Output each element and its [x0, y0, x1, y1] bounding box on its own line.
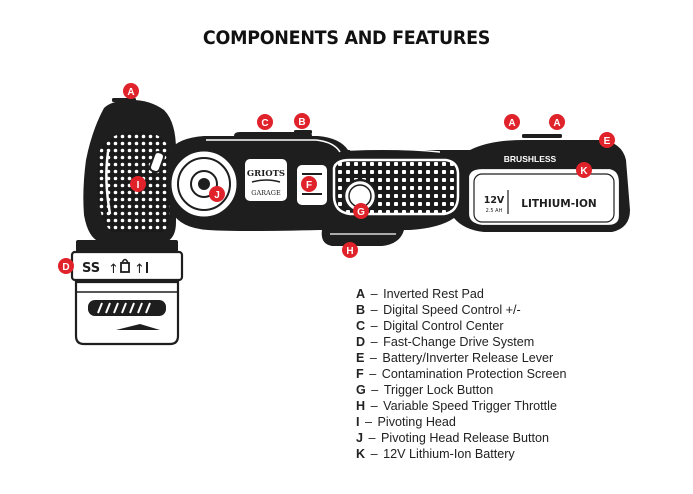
- svg-text:B: B: [298, 117, 305, 128]
- svg-text:E: E: [604, 136, 611, 147]
- drive-collar: SS ↑ ↑: [70, 240, 184, 282]
- brand-top-text: GRIOTS: [247, 169, 285, 179]
- pivot-release-disc: [168, 148, 240, 220]
- svg-text:A: A: [127, 87, 134, 98]
- callout-i: I: [130, 176, 146, 192]
- callout-d: D: [58, 258, 74, 274]
- callout-e: E: [599, 132, 615, 148]
- pivoting-head: [83, 100, 176, 242]
- brushless-label: BRUSHLESS: [504, 154, 557, 164]
- callout-a-front: A: [123, 83, 139, 99]
- svg-text:F: F: [306, 180, 312, 191]
- callout-a-rear-left: A: [504, 114, 520, 130]
- callout-c: C: [257, 114, 273, 130]
- callout-j: J: [209, 186, 225, 202]
- battery-label: LITHIUM-ION: [521, 198, 596, 210]
- battery-pack: 12V 2.5 AH LITHIUM-ION BRUSHLESS: [466, 154, 622, 228]
- backing-plate: [74, 280, 180, 346]
- legend-item: G – Trigger Lock Button: [356, 383, 494, 397]
- battery-capacity: 2.5 AH: [486, 208, 503, 214]
- rest-pad-front: [112, 98, 136, 102]
- svg-text:↑: ↑: [134, 262, 145, 277]
- svg-text:C: C: [261, 118, 268, 129]
- callout-k: K: [576, 162, 592, 178]
- legend-item: K – 12V Lithium-Ion Battery: [356, 447, 515, 461]
- rest-pad-rear: [522, 134, 562, 138]
- svg-text:A: A: [508, 118, 515, 129]
- legend-item: I – Pivoting Head: [356, 415, 456, 429]
- speed-control-button: [294, 130, 312, 134]
- svg-text:H: H: [346, 246, 353, 257]
- legend-item: F – Contamination Protection Screen: [356, 367, 567, 381]
- grip-area: [332, 158, 460, 216]
- callout-g: G: [353, 203, 369, 219]
- svg-text:J: J: [214, 190, 220, 201]
- brand-bottom-text: GARAGE: [251, 189, 281, 197]
- legend-item: E – Battery/Inverter Release Lever: [356, 351, 554, 365]
- svg-text:I: I: [137, 180, 140, 191]
- legend-item: J – Pivoting Head Release Button: [356, 431, 550, 445]
- callout-a-rear-right: A: [549, 114, 565, 130]
- svg-text:G: G: [357, 207, 365, 218]
- callout-f: F: [301, 176, 317, 192]
- svg-text:D: D: [62, 262, 69, 273]
- legend-item: B – Digital Speed Control +/-: [356, 303, 521, 317]
- brand-badge: GRIOTS GARAGE: [243, 157, 289, 203]
- callout-h: H: [342, 242, 358, 258]
- legend-item: D – Fast-Change Drive System: [356, 335, 535, 349]
- callout-b: B: [294, 113, 310, 129]
- page-title: COMPONENTS AND FEATURES: [202, 27, 491, 49]
- feature-legend: A – Inverted Rest Pad B – Digital Speed …: [356, 286, 567, 462]
- legend-item: C – Digital Control Center: [356, 319, 504, 333]
- legend-item: A – Inverted Rest Pad: [356, 287, 484, 301]
- svg-text:A: A: [553, 118, 560, 129]
- trigger-throttle: [321, 230, 404, 246]
- speed-marks: SS: [82, 261, 100, 276]
- battery-voltage: 12V: [484, 195, 505, 206]
- legend-item: H – Variable Speed Trigger Throttle: [356, 399, 557, 413]
- svg-text:↑: ↑: [108, 262, 119, 277]
- svg-text:K: K: [580, 166, 588, 177]
